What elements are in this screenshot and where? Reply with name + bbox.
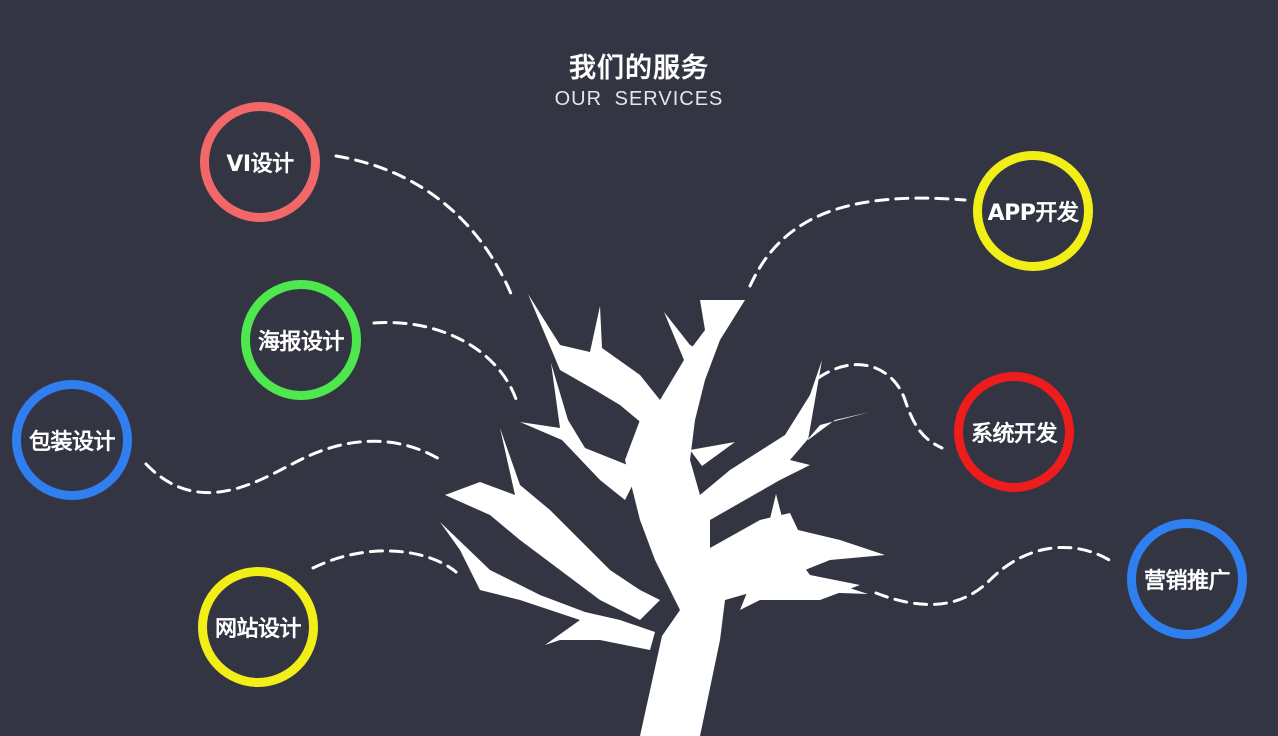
service-label: 系统开发 — [970, 422, 1058, 447]
connector-app — [748, 196, 967, 288]
service-label: 营销推广 — [1143, 569, 1231, 594]
service-vi-design[interactable]: VI设计 — [200, 102, 320, 222]
service-marketing-promotion[interactable]: 营销推广 — [1127, 519, 1247, 639]
service-website-design[interactable]: 网站设计 — [198, 567, 318, 687]
service-packaging-design[interactable]: 包装设计 — [12, 380, 132, 500]
page-title: 我们的服务 — [569, 53, 709, 84]
service-label: 海报设计 — [257, 330, 345, 355]
connector-website — [311, 549, 458, 574]
connector-lines — [144, 154, 1116, 606]
service-app-development[interactable]: APP开发 — [973, 151, 1093, 271]
connector-vi — [334, 154, 514, 298]
connector-marketing — [874, 546, 1116, 606]
tree-icon — [440, 294, 885, 736]
service-label: APP开发 — [987, 201, 1079, 226]
service-label: VI设计 — [226, 152, 294, 177]
service-label: 网站设计 — [214, 617, 302, 642]
service-label: 包装设计 — [28, 430, 116, 455]
connector-poster — [372, 320, 519, 404]
service-system-development[interactable]: 系统开发 — [954, 372, 1074, 492]
connector-system — [816, 363, 944, 450]
page-subtitle: OUR SERVICES — [554, 88, 724, 110]
service-poster-design[interactable]: 海报设计 — [241, 280, 361, 400]
connector-packaging — [144, 439, 446, 495]
